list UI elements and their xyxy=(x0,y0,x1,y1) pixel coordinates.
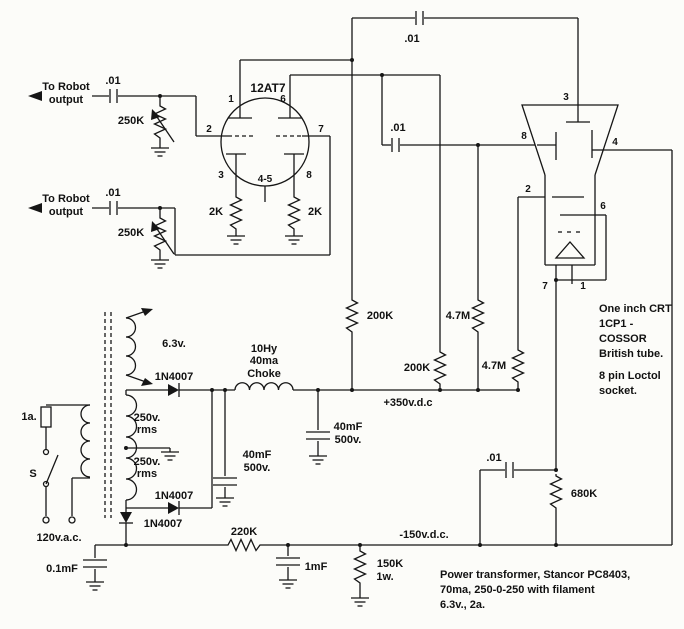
bplus-label: +350v.d.c xyxy=(383,397,432,409)
cap-1mf-label: 1mF xyxy=(305,561,328,573)
primary-winding xyxy=(80,404,91,478)
diode-2-label: 1N4007 xyxy=(155,490,194,502)
fuse-label: 1a. xyxy=(21,411,36,423)
tube-pin1-label: 1 xyxy=(228,94,234,105)
left-arrow-icon xyxy=(28,91,42,101)
diode-1-label: 1N4007 xyxy=(155,371,194,383)
heater-winding xyxy=(125,317,137,376)
resistor-47m-2-label: 4.7M xyxy=(482,360,506,372)
cap-01mf-label: 0.1mF xyxy=(46,563,78,575)
choke-label-2: 40ma xyxy=(250,355,279,367)
robot-output-2-line1: To Robot xyxy=(42,193,90,205)
secondary-1-volts: 250v. xyxy=(134,412,161,424)
resistor-150k-watts: 1w. xyxy=(376,571,393,583)
crt-pin3-label: 3 xyxy=(563,92,569,103)
crt-note-line5: 8 pin Loctol xyxy=(599,370,661,382)
secondary-2-volts: 250v. xyxy=(134,456,161,468)
crt-pin4-label: 4 xyxy=(612,137,618,148)
crt-1cp1 xyxy=(521,104,619,266)
crt-pin8-label: 8 xyxy=(521,131,527,142)
robot-output-2-line2: output xyxy=(49,206,84,218)
tube-pin7-label: 7 xyxy=(318,124,324,135)
secondary-1-rms: rms xyxy=(137,424,157,436)
resistor-symbols xyxy=(151,103,563,586)
heater-voltage-label: 6.3v. xyxy=(162,338,186,350)
tube-pin3-label: 3 xyxy=(218,170,224,181)
crt-pin1-label: 1 xyxy=(580,281,586,292)
input-cap-1-label: .01 xyxy=(105,75,120,87)
switch-label: S xyxy=(29,468,36,480)
secondary-2-rms: rms xyxy=(137,468,157,480)
labels: 12AT7 1 6 2 7 3 8 4-5 2K 2K To Robot out… xyxy=(21,33,672,611)
junction-dots xyxy=(124,58,558,547)
fuse-symbol xyxy=(40,406,52,428)
robot-output-arrows xyxy=(28,91,42,213)
crt-pin6-label: 6 xyxy=(600,201,606,212)
tube-type-label: 12AT7 xyxy=(250,81,285,95)
choke-label-1: 10Hy xyxy=(251,343,278,355)
crt-cap-label: .01 xyxy=(486,452,501,464)
choke-label-3: Choke xyxy=(247,368,281,380)
choke-symbol xyxy=(234,382,294,391)
left-arrow-icon xyxy=(28,203,42,213)
filter-cap-in-value: 40mF xyxy=(243,449,272,461)
resistor-200k-1-label: 200K xyxy=(367,310,393,322)
switch-blade xyxy=(45,454,59,485)
wires xyxy=(45,17,673,598)
ground-symbols xyxy=(85,147,370,607)
transformer xyxy=(40,308,153,524)
crt-note-line3: COSSOR xyxy=(599,333,647,345)
robot-output-1-line1: To Robot xyxy=(42,81,90,93)
resistor-150k-label: 150K xyxy=(377,558,403,570)
crt-pin7-label: 7 xyxy=(542,281,548,292)
tube-pin6-label: 6 xyxy=(280,94,286,105)
resistor-200k-2-label: 200K xyxy=(404,362,430,374)
psu-note-line1: Power transformer, Stancor PC8403, xyxy=(440,569,630,581)
pot-1-label: 250K xyxy=(118,115,144,127)
cathode-resistor-1-label: 2K xyxy=(209,206,223,218)
mains-label: 120v.a.c. xyxy=(36,532,81,544)
psu-note-line3: 6.3v., 2a. xyxy=(440,599,485,611)
top-coupling-cap-label: .01 xyxy=(404,33,419,45)
bminus-label: -150v.d.c. xyxy=(399,529,448,541)
tube-pin8-label: 8 xyxy=(306,170,312,181)
filter-cap-out-value: 40mF xyxy=(334,421,363,433)
tube-heater-pins-label: 4-5 xyxy=(258,174,273,185)
diode-symbols xyxy=(118,382,180,524)
diode-3-label: 1N4007 xyxy=(144,518,183,530)
mid-coupling-cap-label: .01 xyxy=(390,122,405,134)
tube-12at7 xyxy=(220,97,310,187)
crt-note-line6: socket. xyxy=(599,385,637,397)
crt-pin2-label: 2 xyxy=(525,184,531,195)
crt-cathode-symbol xyxy=(554,241,586,259)
capacitor-symbols xyxy=(83,11,514,568)
crt-note-line2: 1CP1 - xyxy=(599,318,634,330)
psu-note-line2: 70ma, 250-0-250 with filament xyxy=(440,584,595,596)
input-cap-2-label: .01 xyxy=(105,187,120,199)
resistor-680k-label: 680K xyxy=(571,488,597,500)
crt-note-line1: One inch CRT xyxy=(599,303,672,315)
crt-note-line4: British tube. xyxy=(599,348,663,360)
filter-cap-in-volts: 500v. xyxy=(244,462,271,474)
resistor-47m-1-label: 4.7M xyxy=(446,310,470,322)
robot-output-1-line2: output xyxy=(49,94,84,106)
filter-cap-out-volts: 500v. xyxy=(335,434,362,446)
pot-2-label: 250K xyxy=(118,227,144,239)
cathode-resistor-2-label: 2K xyxy=(308,206,322,218)
secondary-winding xyxy=(125,394,138,501)
resistor-220k-label: 220K xyxy=(231,526,257,538)
tube-pin2-label: 2 xyxy=(206,124,212,135)
